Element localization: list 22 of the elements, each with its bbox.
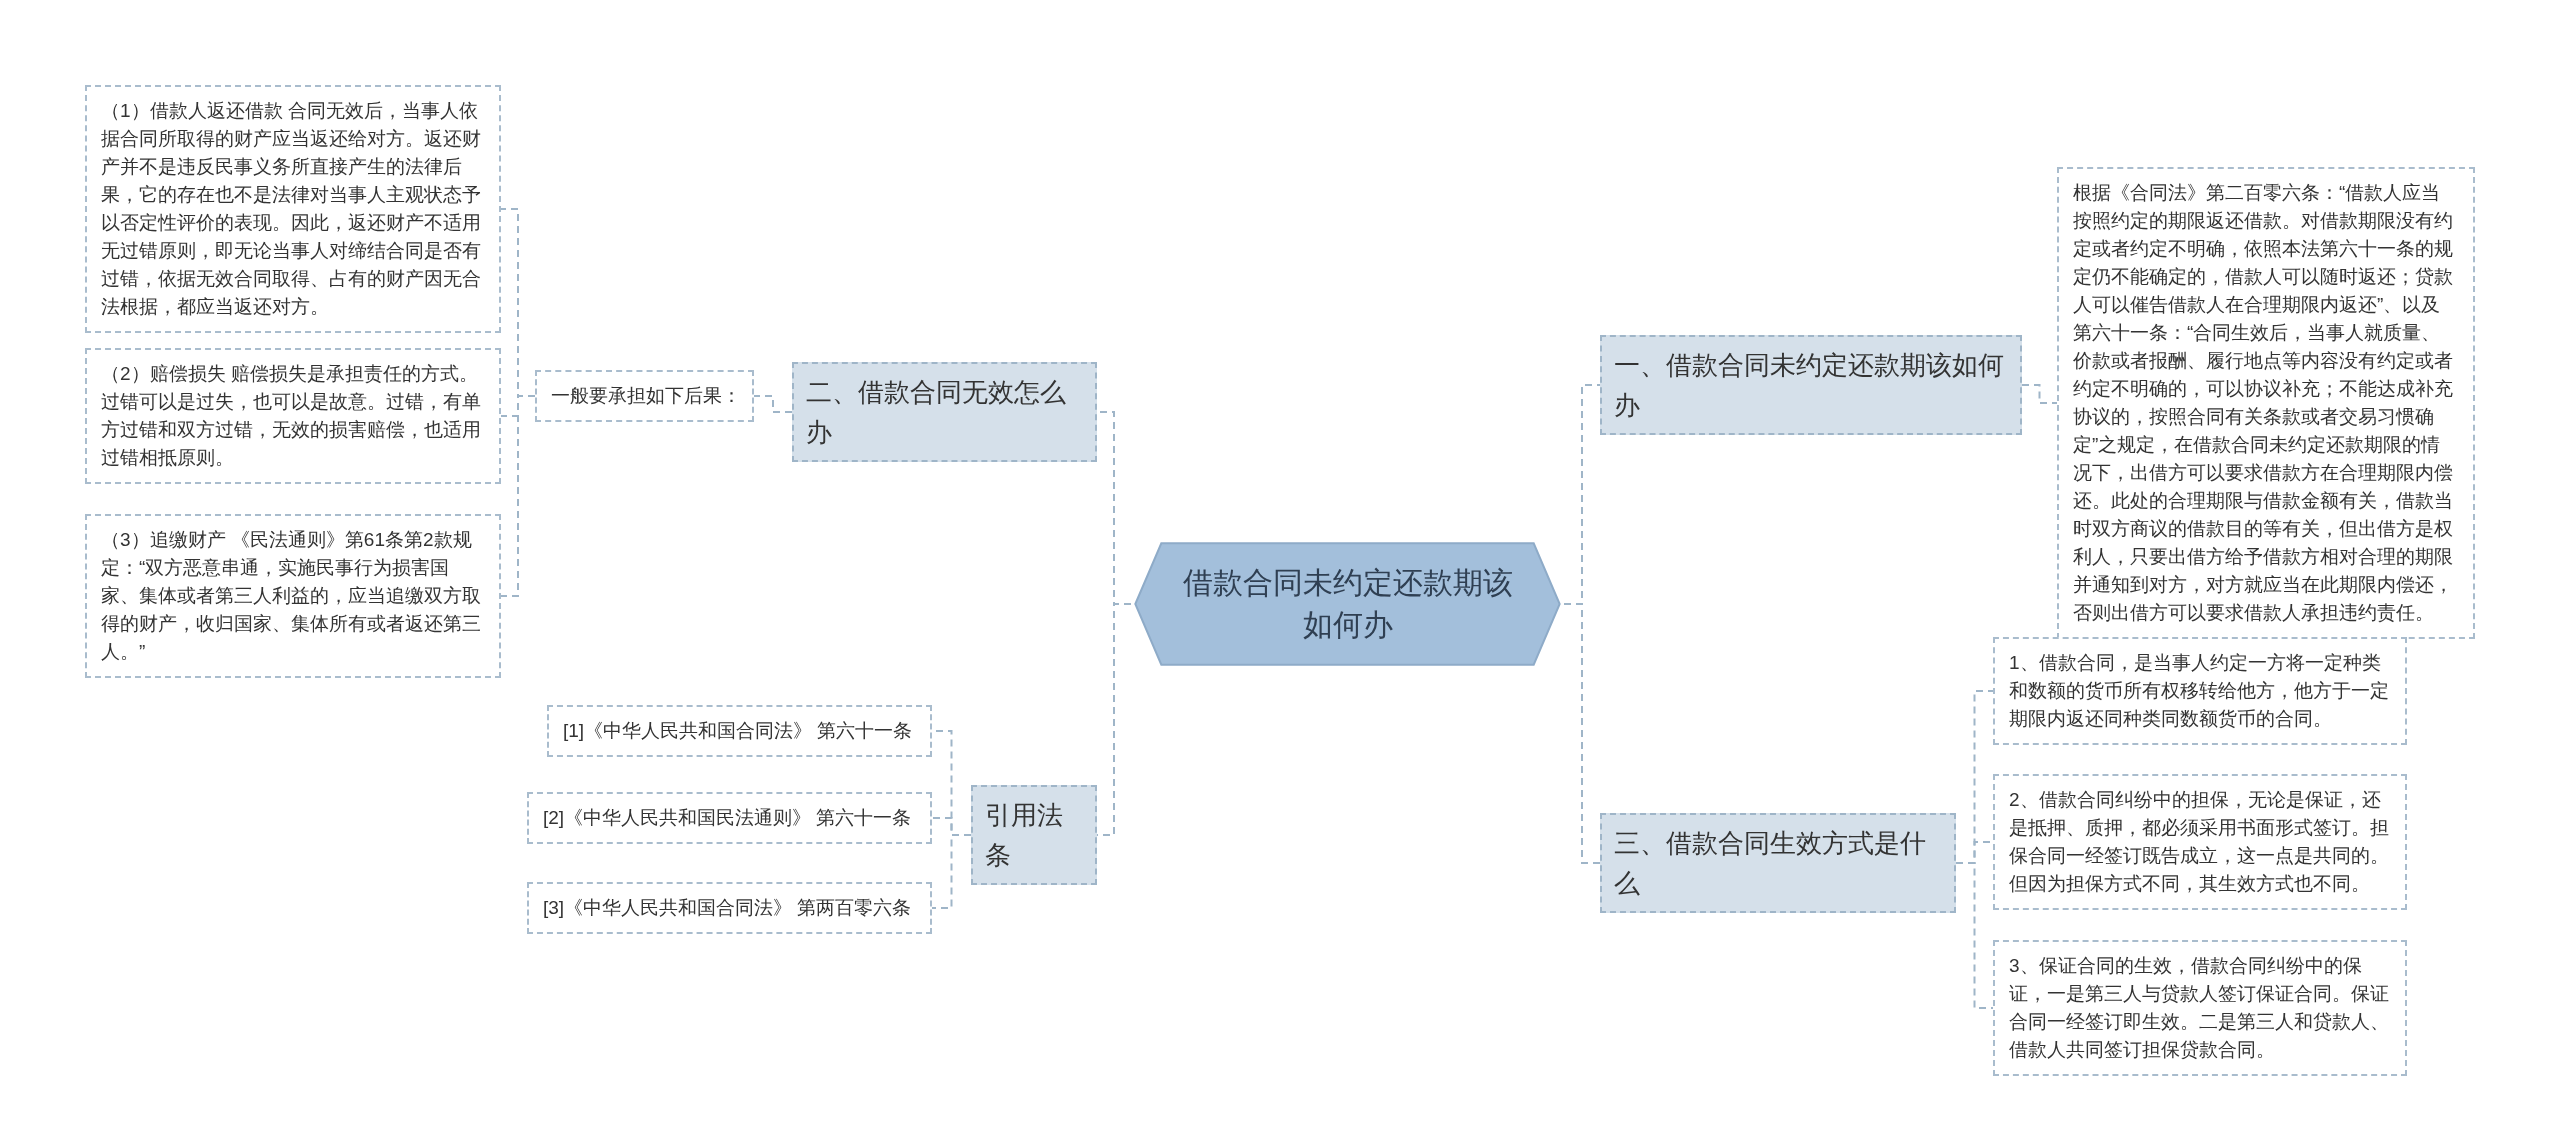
text-box: （1）借款人返还借款 合同无效后，当事人依据合同所取得的财产应当返还给对方。返还财产并不是违反民事义务所直接产生的法律后果，它的存在也不是法律对当事人主观状态予以否定性评价的表现。因此，返还财产不适用无过错原则，即无论当事人对缔结合同是否有过错，依据无效合同取得、占有的财产因无合法根据，都应当返还对方。 — [85, 85, 501, 333]
text-box: 根据《合同法》第二百零六条：“借款人应当按照约定的期限返还借款。对借款期限没有约定或者约定不明确，依照本法第六十一条的规定仍不能确定的，借款人可以随时返还；贷款人可以催告借款人在合理期限内返还”、以及第六十一条：“合同生效后，当事人就质量、价款或者报酬、履行地点等内容没有约定或者约定不明确的，可以协议补充；不能达成补充协议的，按照合同有关条款或者交易习惯确定”之规定，在借款合同未约定还款期限的情况下，出借方可以要求借款方在合理期限内偿还。此处的合理期限与借款金额有关，借款当时双方商议的借款目的等有关，但出借方是权利人，只要出借方给予借款方相对合理的期限并通知到对方，对方就应当在此期限内偿还，否则出借方可以要求借款人承担违约责任。 — [2057, 167, 2475, 639]
topic-box: 引用法条 — [971, 785, 1097, 885]
text-box: [2]《中华人民共和国民法通则》 第六十一条 — [527, 792, 932, 844]
connector-line — [1955, 862, 1994, 1009]
central-topic-hexagon: 借款合同未约定还款期该如何办 — [1131, 542, 1564, 666]
text-box: 2、借款合同纠纷中的担保，无论是保证，还是抵押、质押，都必须采用书面形式签订。担保合同一经签订既告成立，这一点是共同的。但因为担保方式不同，其生效方式也不同。 — [1993, 774, 2407, 910]
text-box: 一般要承担如下后果： — [535, 370, 754, 422]
text-box: （3）追缴财产 《民法通则》第61条第2款规定：“双方恶意串通，实施民事行为损害国家、集体或者第三人利益的，应当追缴双方取得的财产，收归国家、集体所有或者返还第三人。” — [85, 514, 501, 678]
text-box: [1]《中华人民共和国合同法》 第六十一条 — [547, 705, 932, 757]
connector-line — [753, 395, 793, 413]
text-box: [3]《中华人民共和国合同法》 第两百零六条 — [527, 882, 932, 934]
topic-box: 三、借款合同生效方式是什么 — [1600, 813, 1956, 913]
text-box: （2）赔偿损失 赔偿损失是承担责任的方式。过错可以是过失，也可以是故意。过错，有单方过错和双方过错，无效的损害赔偿，也适用过错相抵原则。 — [85, 348, 501, 484]
topic-box: 二、借款合同无效怎么办 — [792, 362, 1097, 462]
text-box: 3、保证合同的生效，借款合同纠纷中的保证，一是第三人与贷款人签订保证合同。保证合同一经签订即生效。二是第三人和贷款人、借款人共同签订担保贷款合同。 — [1993, 940, 2407, 1076]
text-box: 1、借款合同，是当事人约定一方将一定种类和数额的货币所有权移转给他方，他方于一定期限内返还同种类同数额货币的合同。 — [1993, 637, 2407, 745]
connector-line — [1563, 603, 1601, 864]
connector-line — [931, 834, 972, 909]
connector-line — [2021, 384, 2058, 404]
topic-box: 一、借款合同未约定还款期该如何办 — [1600, 335, 2022, 435]
connector-line — [500, 395, 536, 597]
